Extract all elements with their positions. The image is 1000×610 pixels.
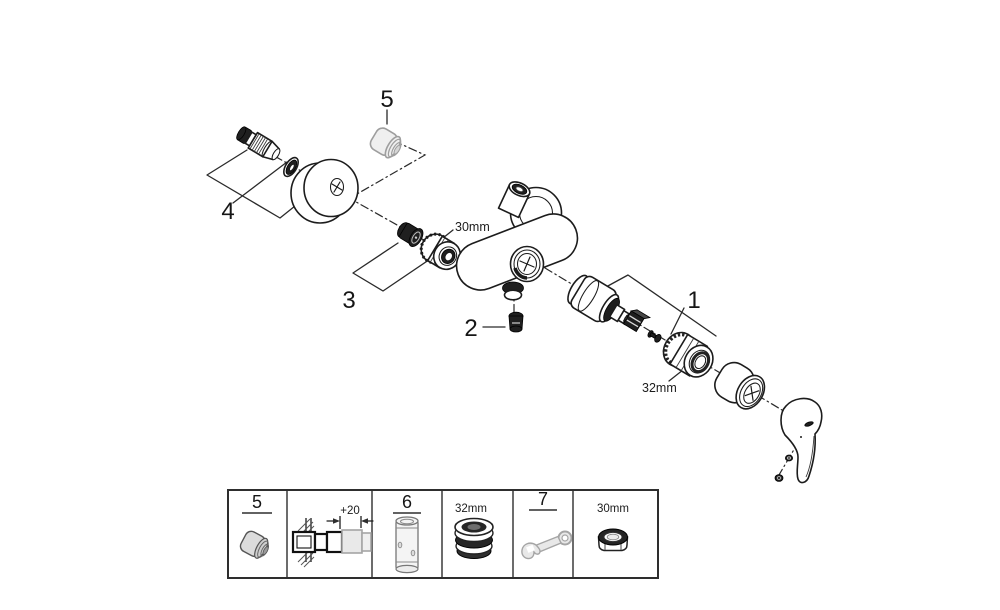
callout-3: 3 bbox=[342, 287, 355, 314]
dimension-30mm: 30mm bbox=[455, 220, 490, 234]
legend-table: 5 bbox=[227, 489, 659, 579]
legend-cell-nut30: 30mm bbox=[597, 503, 629, 552]
cartridge-nut-32mm bbox=[662, 331, 714, 378]
seal-washer bbox=[283, 156, 299, 178]
handle-cap bbox=[714, 361, 766, 410]
legend-cell-cap: 5 bbox=[239, 492, 272, 559]
legend-cell-wrench: 7 bbox=[521, 489, 573, 560]
callout-2: 2 bbox=[464, 315, 477, 342]
dimension-32mm: 32mm bbox=[642, 381, 677, 395]
outlet-plug bbox=[508, 311, 524, 333]
wrench-icon bbox=[521, 530, 573, 560]
spline-adapter bbox=[622, 309, 652, 333]
spare-cap bbox=[369, 127, 402, 159]
filter-insert bbox=[397, 222, 424, 248]
legend-cell-extension: 6 bbox=[393, 492, 421, 574]
lever-handle bbox=[780, 397, 823, 484]
escutcheon bbox=[290, 158, 359, 224]
callout-5: 5 bbox=[380, 86, 393, 113]
legend-label-32mm: 32mm bbox=[455, 503, 487, 515]
mixer-body bbox=[455, 181, 579, 301]
legend-label-6: 6 bbox=[402, 492, 412, 512]
handle-screws bbox=[774, 454, 794, 482]
legend-label-30mm: 30mm bbox=[597, 503, 629, 515]
legend-cell-nut32: 32mm bbox=[454, 503, 494, 559]
legend-label-7: 7 bbox=[538, 489, 548, 509]
handle-fixing-screw bbox=[647, 330, 662, 343]
callout-lines bbox=[206, 109, 717, 382]
legend-cell-wall-extension: +20 bbox=[291, 505, 374, 568]
legend-label-5: 5 bbox=[252, 492, 262, 512]
union-nut-30mm bbox=[419, 232, 462, 271]
s-union bbox=[236, 126, 281, 161]
callout-1: 1 bbox=[687, 287, 700, 314]
callout-4: 4 bbox=[221, 198, 234, 225]
legend-label-plus20: +20 bbox=[340, 505, 360, 517]
